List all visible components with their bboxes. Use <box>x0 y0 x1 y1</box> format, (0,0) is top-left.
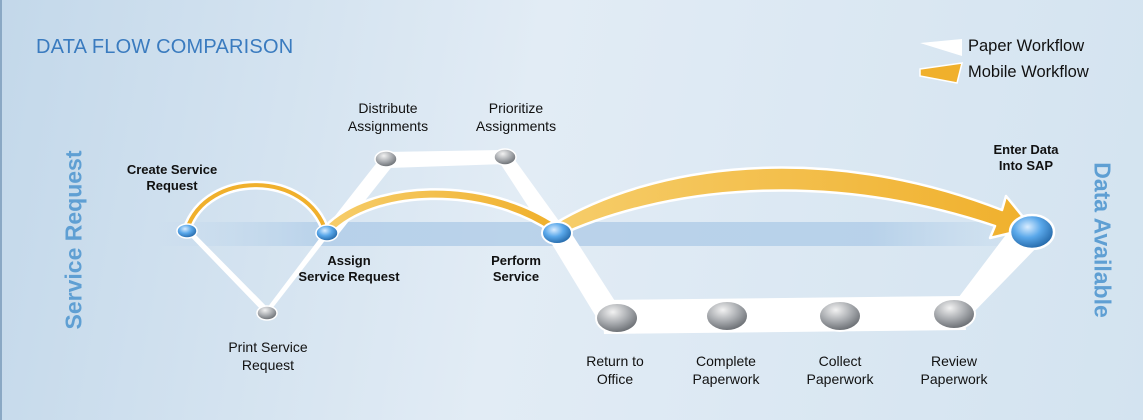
label-distribute-assignments: Distribute Assignments <box>347 100 429 134</box>
label-create-service-request: Create Service Request <box>126 162 218 194</box>
label-collect-paperwork: Collect Paperwork <box>806 353 874 387</box>
mobile-workflow-legend-label: Mobile Workflow <box>968 63 1089 81</box>
label-complete-paperwork: Complete Paperwork <box>692 353 760 387</box>
mobile-arc-create-assign <box>185 183 328 234</box>
paper-path-review-enter <box>940 232 1042 322</box>
legend <box>919 39 963 84</box>
label-assign-service-request: Assign Service Request <box>298 253 400 285</box>
page-title: DATA FLOW COMPARISON <box>36 36 294 58</box>
label-prioritize-assignments: Prioritize Assignments <box>475 100 557 134</box>
paper-path-bottom-band <box>602 296 966 334</box>
paper-path-distribute-prioritize <box>385 150 505 168</box>
background-glow-band <box>152 222 1052 246</box>
label-perform-service: Perform Service <box>491 253 541 285</box>
node-print-service-request <box>256 305 278 321</box>
node-complete-paperwork <box>705 300 749 332</box>
label-review-paperwork: Review Paperwork <box>920 353 988 387</box>
node-create-service-request <box>176 223 198 239</box>
paper-path-perform-return <box>547 228 622 320</box>
node-perform-service <box>541 221 573 245</box>
node-enter-data-into-sap <box>1008 213 1056 251</box>
workflow-nodes <box>176 148 1056 334</box>
node-review-paperwork <box>932 298 976 330</box>
node-return-to-office <box>595 302 639 334</box>
label-enter-data-into-sap: Enter Data Into SAP <box>993 142 1059 174</box>
node-assign-service-request <box>315 224 339 242</box>
mobile-workflow-path <box>182 166 1034 240</box>
paper-path-print-assign <box>264 231 330 314</box>
node-collect-paperwork <box>818 300 862 332</box>
node-prioritize-assignments <box>493 148 517 166</box>
mobile-workflow-legend-icon <box>919 62 963 84</box>
node-distribute-assignments <box>374 150 398 168</box>
paper-workflow-legend-label: Paper Workflow <box>968 37 1085 55</box>
label-return-to-office: Return to Office <box>586 353 644 387</box>
label-print-service-request: Print Service Request <box>228 339 308 373</box>
paper-workflow-legend-icon <box>920 39 962 56</box>
paper-workflow-path <box>184 150 1042 334</box>
paper-path-prioritize-perform <box>498 156 564 234</box>
paper-path-create-print <box>184 228 270 314</box>
mobile-arc-assign-perform <box>324 190 558 234</box>
